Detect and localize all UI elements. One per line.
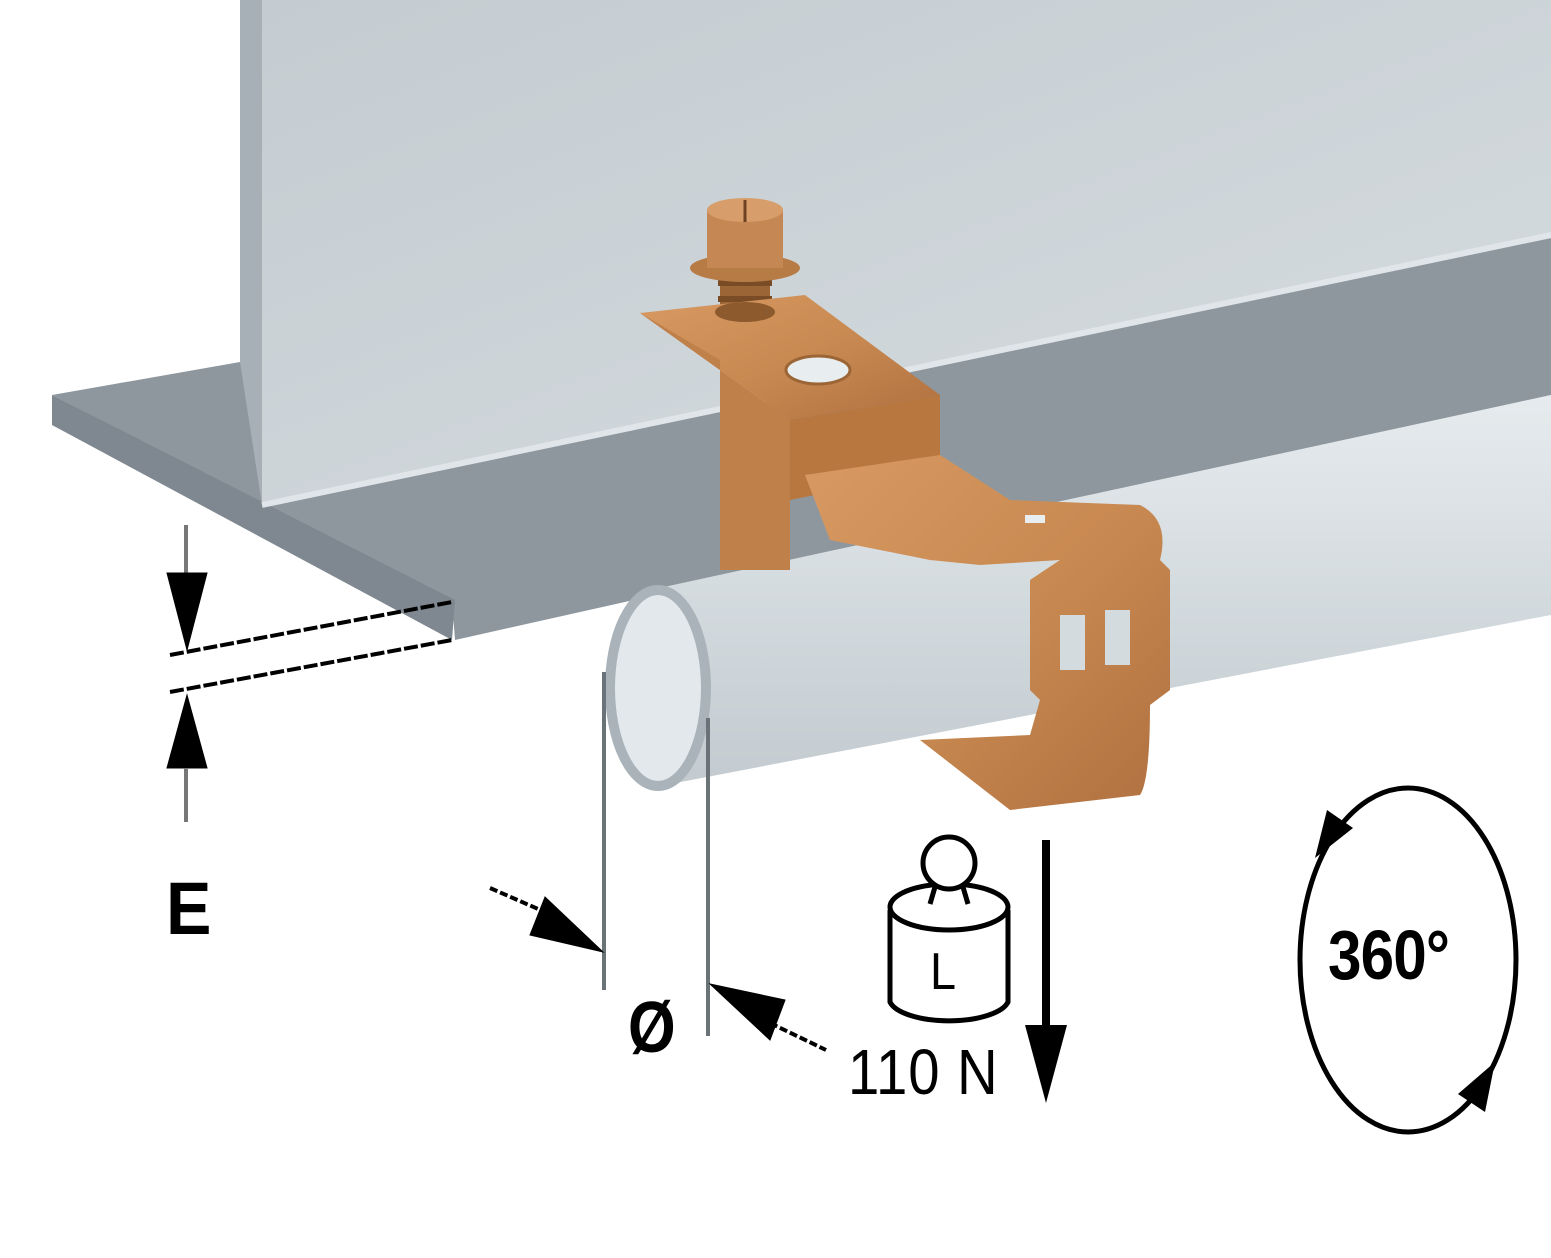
clamp <box>640 198 1170 810</box>
dimension-e <box>166 525 453 822</box>
rotation-label: 360° <box>1328 916 1450 994</box>
dimension-diameter <box>489 672 827 1052</box>
beam-web <box>240 0 1551 505</box>
pipe-diameter-label: Ø <box>628 988 676 1068</box>
load-symbol-label: L <box>930 943 957 1001</box>
flange-thickness-label: E <box>166 867 212 950</box>
load-value-label: 110 N <box>848 1036 999 1108</box>
rotation-icon <box>1297 785 1519 1135</box>
load-weight-icon <box>887 834 1011 1024</box>
load-direction-arrow-icon <box>1025 840 1067 1103</box>
